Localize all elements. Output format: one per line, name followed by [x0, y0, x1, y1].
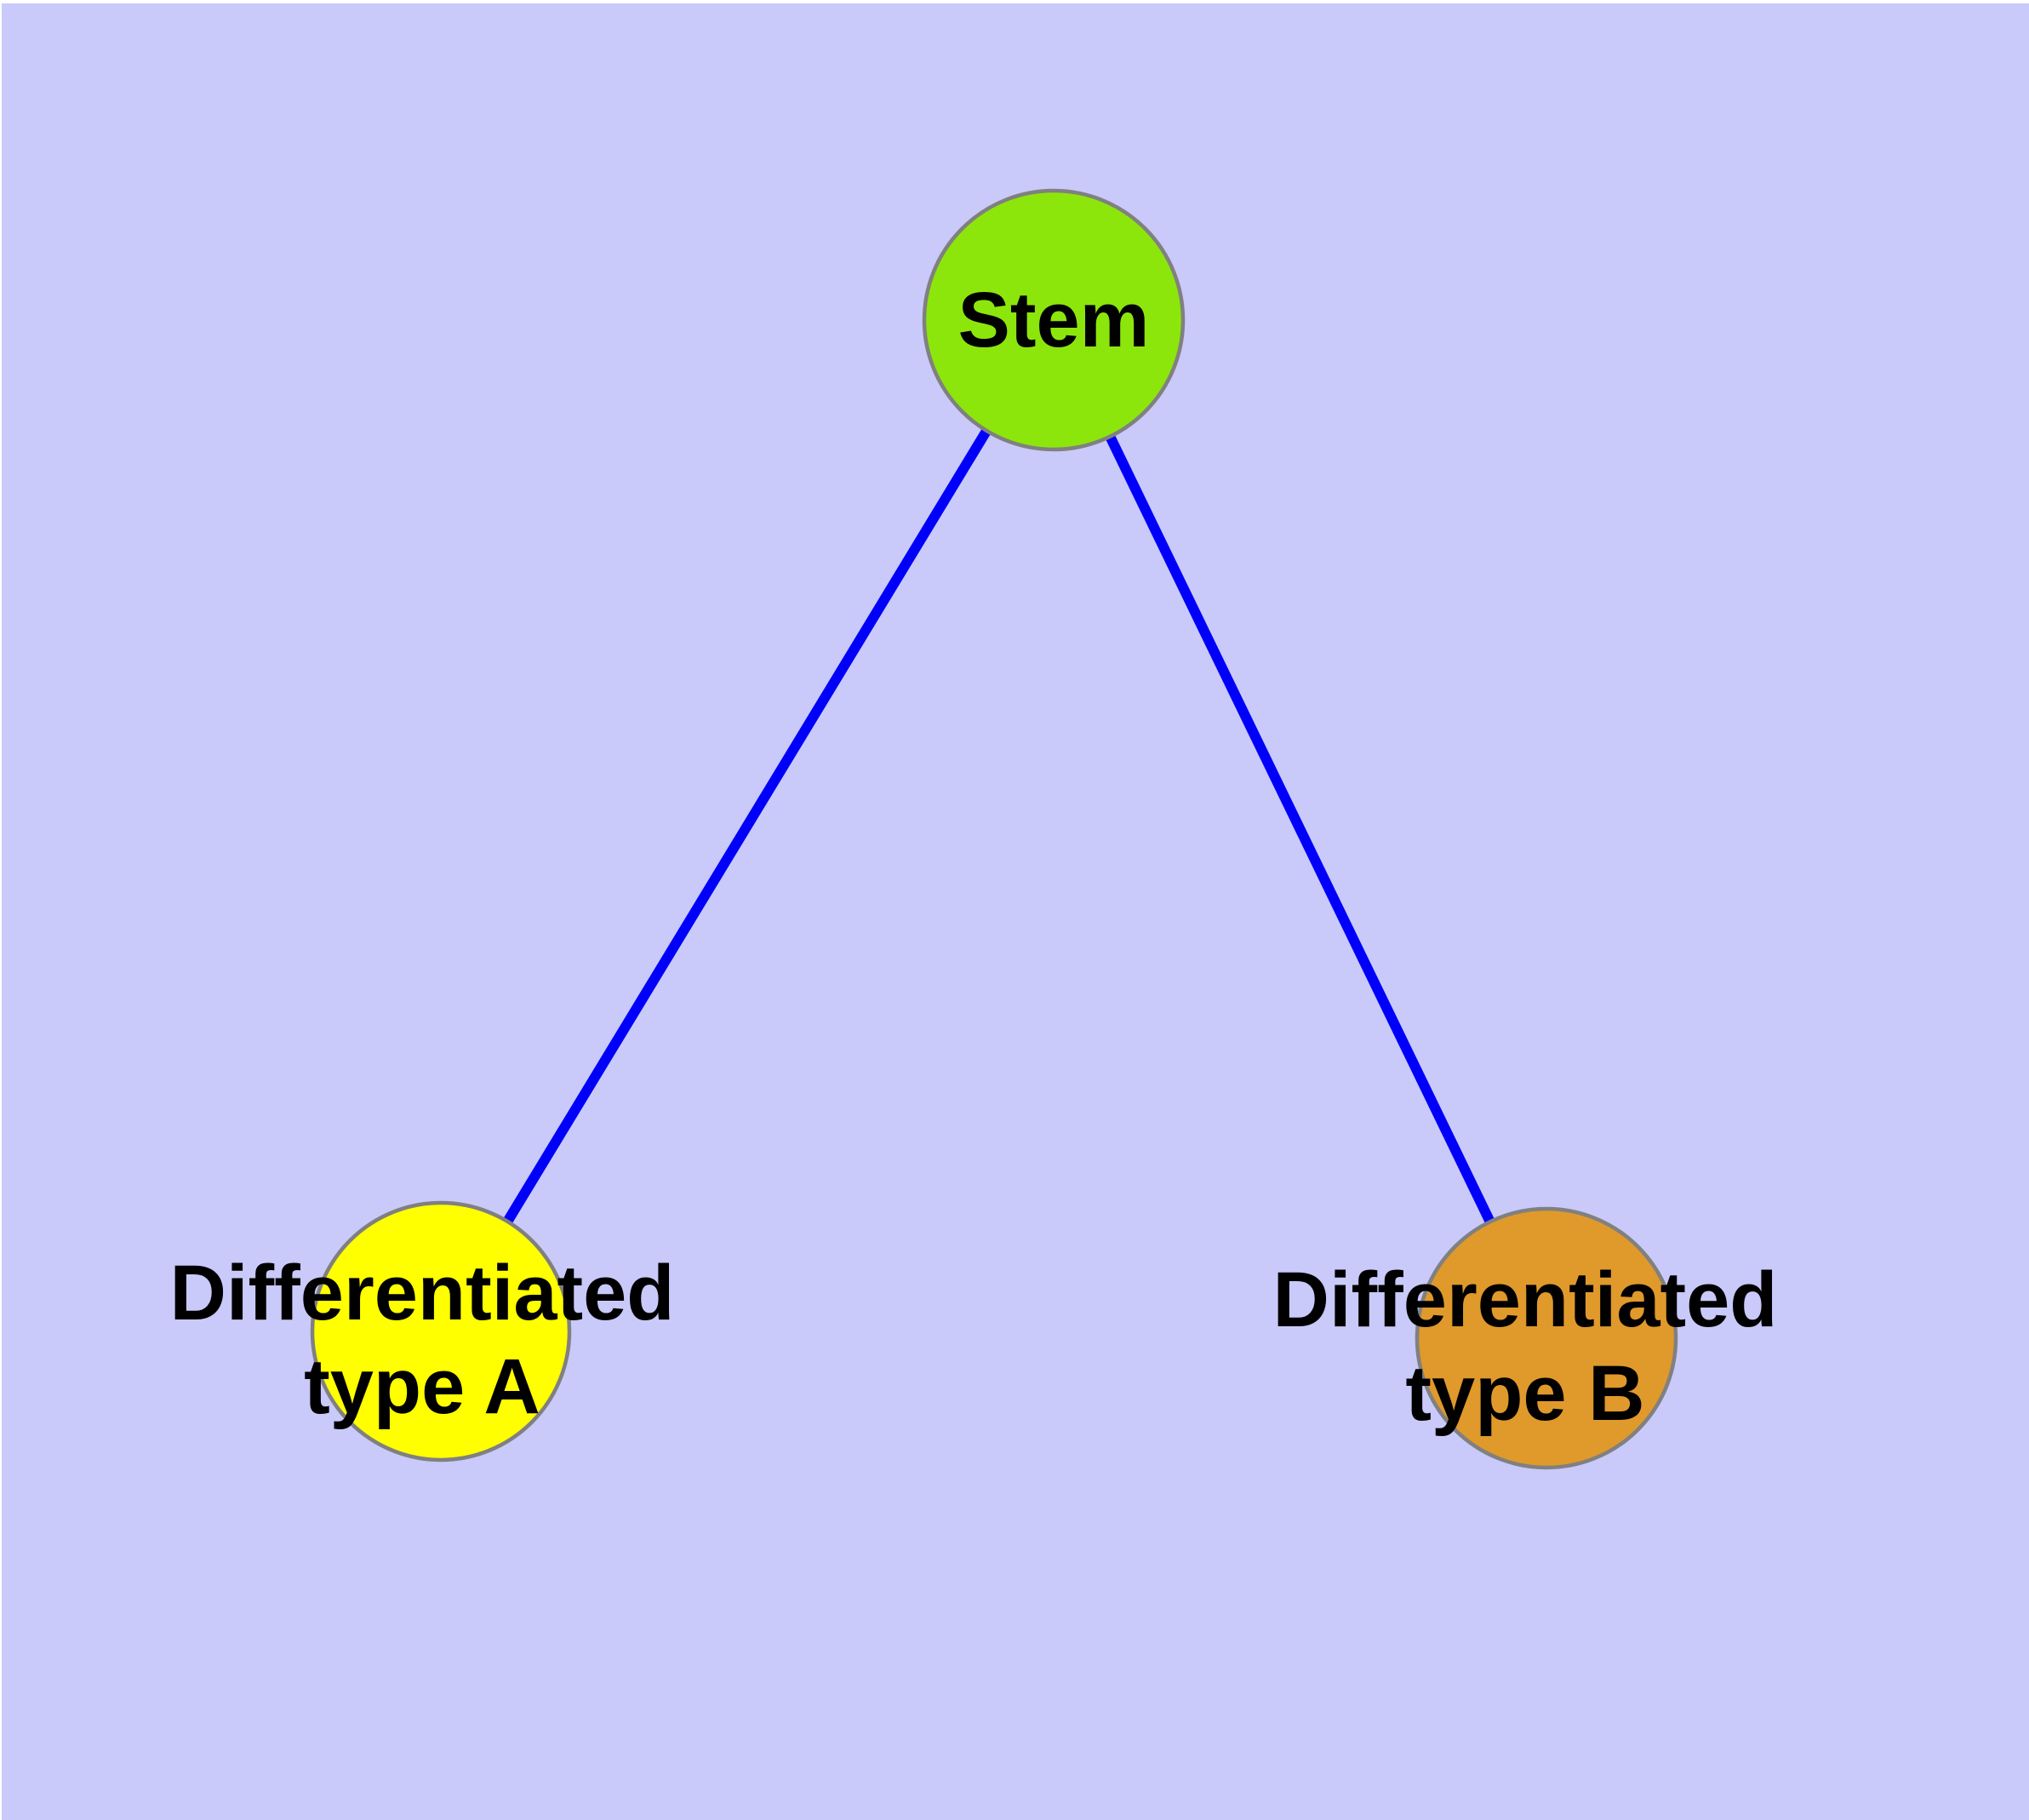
edge-stem-to-type-b-line	[1049, 318, 1552, 1341]
edge-stem-to-type-a-line	[436, 317, 1059, 1335]
node-stem-circle	[922, 188, 1186, 452]
node-differentiated-type-a-circle	[310, 1200, 572, 1462]
node-differentiated-type-b-circle	[1415, 1206, 1678, 1470]
